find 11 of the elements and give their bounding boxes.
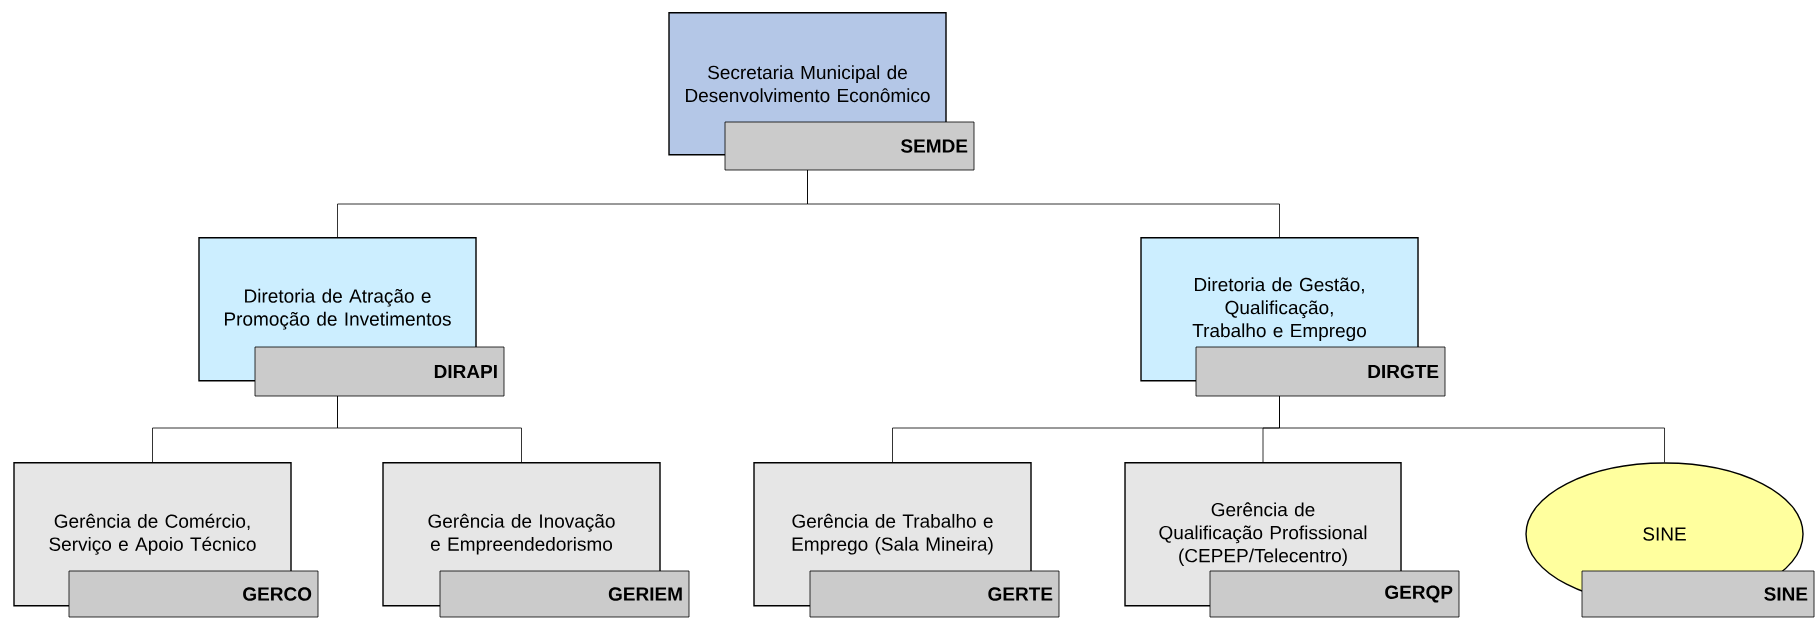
connector-line [807,169,1280,238]
abbreviation-tag: DIRGTE [1195,346,1446,397]
abbreviation-tag: GERQP [1209,570,1460,618]
abbreviation-tag: GERTE [809,570,1060,618]
connector-line [1279,395,1665,463]
abbreviation-tag: SEMDE [724,121,975,171]
abbreviation-tag: GERIEM [439,570,690,618]
abbreviation-tag: GERCO [68,570,319,618]
abbreviation-tag: DIRAPI [254,346,505,397]
connector-line [337,395,522,463]
abbreviation-tag: SINE [1581,570,1815,618]
